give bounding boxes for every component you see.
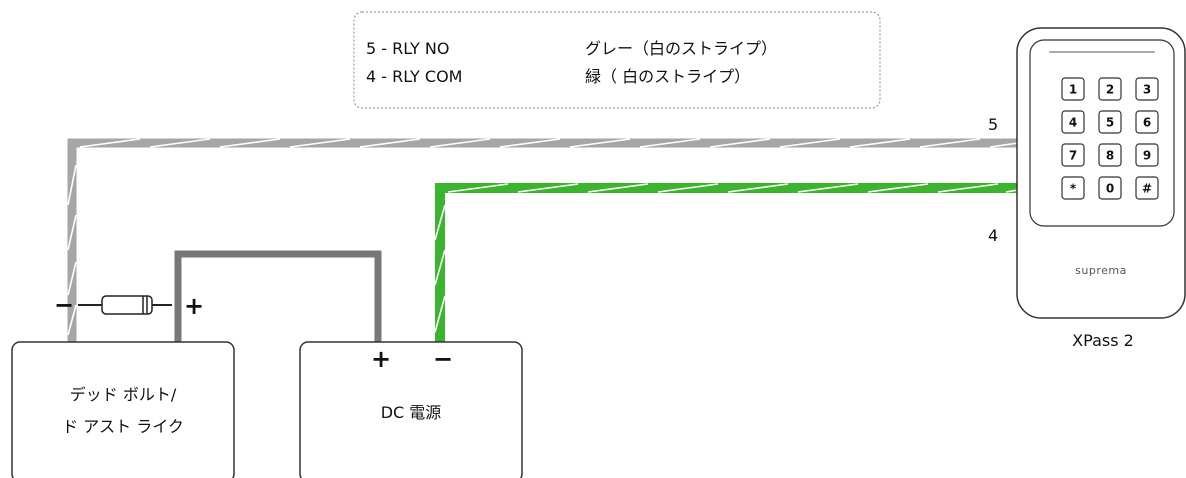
- power-plus-sign: +: [371, 345, 391, 373]
- keypad: 1 2 3 4 5 6 7 8 9 * 0 #: [1061, 77, 1159, 200]
- xpass2-reader: 1 2 3 4 5 6 7 8 9 * 0 # suprema: [1016, 27, 1186, 319]
- key-4: [1061, 110, 1085, 134]
- power-box: [299, 341, 523, 478]
- key-label: 5: [1106, 116, 1114, 130]
- legend-color-5: グレー（白のストライプ）: [585, 39, 777, 58]
- lock-box: [11, 341, 235, 478]
- power-minus-sign: −: [433, 345, 453, 373]
- legend-box: [353, 11, 881, 109]
- legend-pin-4: 4 - RLY COM: [366, 67, 462, 86]
- key-3: [1135, 77, 1159, 101]
- legend-pin-5: 5 - RLY NO: [366, 39, 449, 58]
- key-label: 7: [1069, 149, 1077, 163]
- wire-label-5: 5: [988, 115, 998, 134]
- lock-minus-sign: −: [54, 291, 74, 319]
- gray-wire: [67, 138, 1020, 342]
- key-0: [1098, 176, 1122, 200]
- lock-plus-sign: +: [184, 292, 204, 320]
- key-label: 6: [1143, 116, 1151, 130]
- key-label: *: [1070, 182, 1077, 196]
- key-label: #: [1142, 182, 1152, 196]
- key-label: 9: [1143, 149, 1151, 163]
- key-8: [1098, 143, 1122, 167]
- wire-label-4: 4: [988, 226, 998, 245]
- key-label: 4: [1069, 116, 1077, 130]
- power-label: DC 電源: [381, 403, 442, 422]
- key-label: 0: [1106, 182, 1114, 196]
- key-hash: [1135, 176, 1159, 200]
- lock-label-line2: ド アスト ライク: [62, 417, 184, 436]
- key-1: [1061, 77, 1085, 101]
- key-label: 8: [1106, 149, 1114, 163]
- reader-name: XPass 2: [1072, 331, 1134, 350]
- green-wire: [434, 183, 1020, 342]
- diode: [78, 295, 172, 315]
- key-label: 1: [1069, 83, 1077, 97]
- key-6: [1135, 110, 1159, 134]
- key-5: [1098, 110, 1122, 134]
- key-2: [1098, 77, 1122, 101]
- key-label: 2: [1106, 83, 1114, 97]
- key-star: [1061, 176, 1085, 200]
- brand-logo: suprema: [1075, 264, 1127, 277]
- key-label: 3: [1143, 83, 1151, 97]
- lock-label-line1: デッド ボルト/: [70, 385, 177, 404]
- key-9: [1135, 143, 1159, 167]
- legend-color-4: 緑（ 白のストライプ）: [585, 67, 750, 86]
- dark-wire: [174, 250, 382, 342]
- key-7: [1061, 143, 1085, 167]
